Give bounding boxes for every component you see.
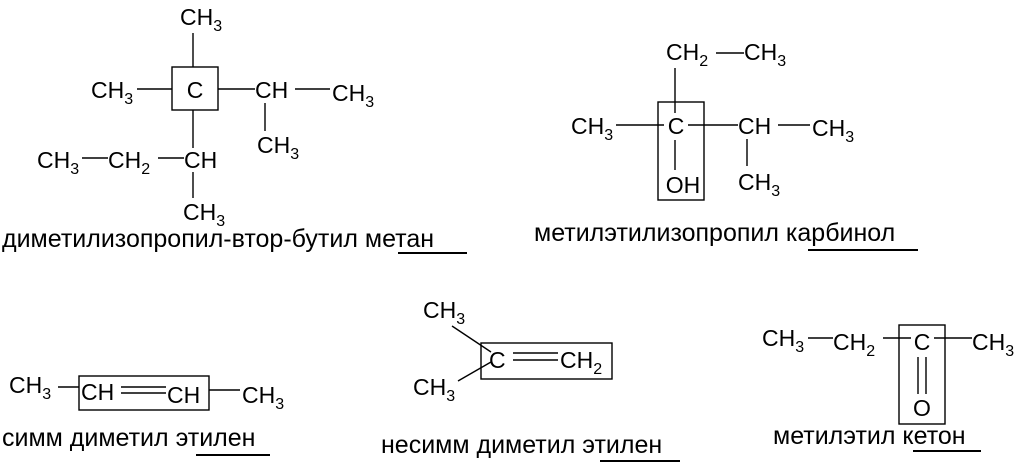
caption-structure-4: несимм диметил этилен [381, 431, 662, 459]
group-ethyl-ch2: CH2 [108, 147, 150, 178]
structure-methylethyl-ketone: CH3 CH2 C O CH3 метилэтил кетон [762, 324, 1014, 452]
group-ch2-top: CH2 [666, 39, 708, 70]
group-isopropyl-ch3: CH3 [738, 169, 780, 200]
group-ch3-top: CH3 [744, 39, 786, 70]
group-ch-left: CH [81, 379, 114, 405]
group-right-ch3: CH3 [242, 382, 284, 413]
caption-structure-5: метилэтил кетон [773, 422, 966, 450]
group-left-ch3: CH3 [571, 113, 613, 144]
group-isopropyl-ch3: CH3 [257, 132, 299, 163]
bond-lower [457, 361, 492, 382]
central-carbon: C [668, 113, 685, 139]
caption-structure-3: симм диметил этилен [2, 424, 255, 452]
caption-structure-1: диметилизопропил-втор-бутил метан [2, 225, 434, 253]
group-lower-ch3: CH3 [413, 374, 455, 405]
structure-methylethylisopropyl-carbinol: CH2 CH3 CH3 C OH CH CH3 CH3 метилэтилизо… [534, 39, 918, 251]
group-isopropyl-ch: CH [255, 77, 288, 103]
structure-asymmetric-dimethyl-ethylene: CH3 CH3 C CH2 несимм диметил этилен [381, 297, 680, 462]
structure-symmetric-dimethyl-ethylene: CH3 CH CH CH3 симм диметил этилен [2, 372, 284, 456]
group-right-ch3: CH3 [972, 329, 1014, 360]
double-bond-box [480, 342, 613, 380]
group-bottom-ch3: CH3 [183, 199, 225, 230]
carbonyl-oxygen: O [913, 395, 931, 421]
group-ch2: CH2 [560, 347, 602, 378]
group-upper-ch3: CH3 [423, 297, 465, 328]
carbinol-box [657, 101, 705, 201]
group-left-ch3: CH3 [9, 372, 51, 403]
hydroxyl-group: OH [666, 172, 701, 198]
group-sec-butyl-ch: CH [184, 147, 217, 173]
group-ch2: CH2 [833, 329, 875, 360]
group-ethyl-ch3: CH3 [37, 147, 79, 178]
bond-upper [451, 325, 492, 353]
double-bond-box [78, 375, 210, 411]
group-isopropyl-ch: CH [738, 113, 771, 139]
carbonyl-box [898, 324, 946, 425]
caption-structure-2: метилэтилизопропил карбинол [534, 219, 895, 247]
group-left-ch3: CH3 [91, 77, 133, 108]
group-left-ch3: CH3 [762, 325, 804, 356]
group-ch-right: CH [167, 382, 200, 408]
group-right-ch3: CH3 [332, 80, 374, 111]
central-carbon: C [914, 329, 931, 355]
central-carbon: C [489, 347, 506, 373]
group-top-ch3: CH3 [180, 4, 222, 35]
structure-dimethylisopropyl-sec-butyl-methane: CH3 CH3 C CH CH3 CH3 CH3 CH2 CH CH3 диме… [2, 4, 467, 254]
group-right-ch3: CH3 [812, 115, 854, 146]
central-carbon: C [187, 77, 204, 103]
